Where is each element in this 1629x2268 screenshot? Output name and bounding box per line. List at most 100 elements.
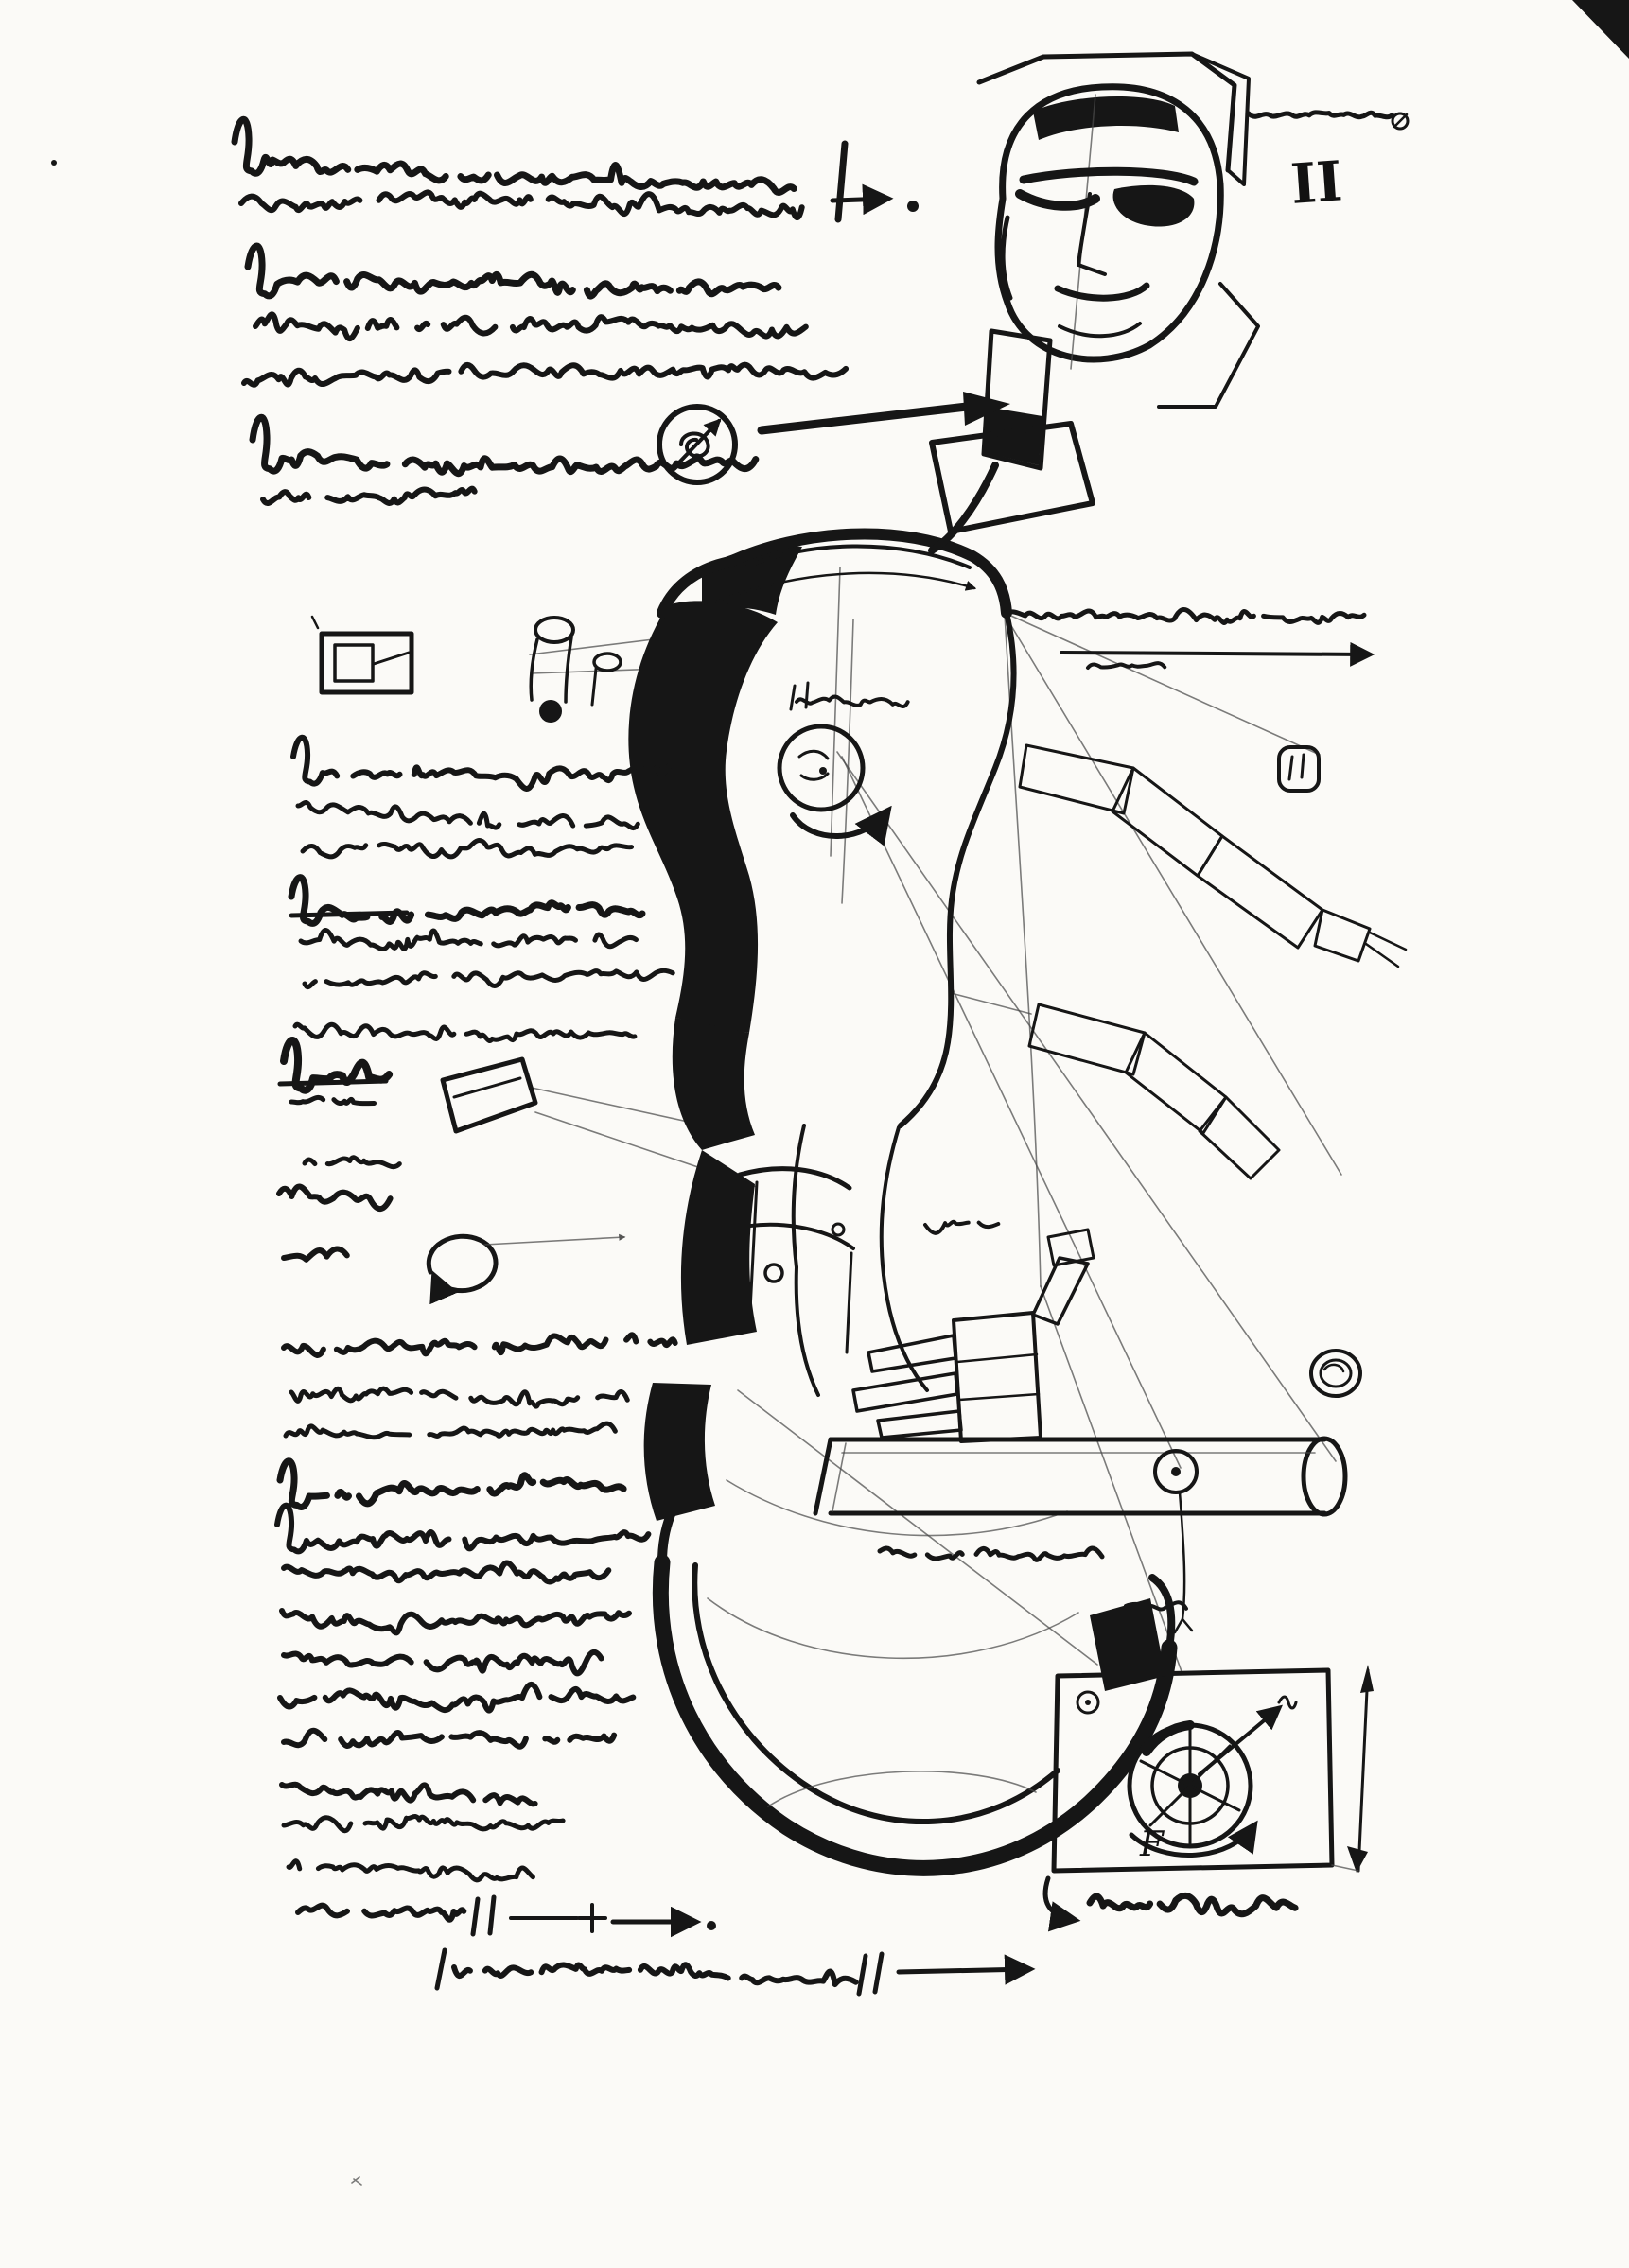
ink-stroke bbox=[789, 681, 810, 711]
ink-stroke bbox=[1058, 322, 1142, 339]
swing-arrow bbox=[1042, 1875, 1081, 1932]
ink-stroke bbox=[657, 1471, 700, 1567]
construction-lines bbox=[529, 567, 1342, 1675]
ink-stroke bbox=[952, 1311, 1042, 1443]
handwriting-line bbox=[274, 1502, 652, 1555]
ink-stroke bbox=[1196, 834, 1324, 950]
rotation-arrow bbox=[790, 805, 892, 846]
ink-stroke bbox=[1000, 215, 1013, 301]
ink-stroke bbox=[856, 1951, 885, 1997]
handwriting-line bbox=[244, 242, 782, 300]
handwriting-axis-label bbox=[1002, 607, 1367, 670]
handwriting-line bbox=[288, 874, 646, 927]
ink-stroke bbox=[707, 1597, 1079, 1660]
ink-stroke bbox=[1077, 263, 1107, 276]
ink-stroke bbox=[1322, 1363, 1345, 1373]
bolt-circle bbox=[763, 1263, 784, 1283]
ink-stroke bbox=[351, 2176, 362, 2186]
wheel-box-sketch: F bbox=[1042, 1665, 1374, 1932]
arm-sketch-upper bbox=[1018, 743, 1408, 968]
ink-stroke bbox=[1004, 614, 1042, 1287]
ink-stroke bbox=[1360, 1665, 1374, 1693]
letter-f-label: F bbox=[1139, 1825, 1165, 1864]
handwriting-line bbox=[295, 800, 640, 830]
handwriting-line bbox=[1086, 661, 1167, 670]
ink-stroke bbox=[757, 402, 972, 435]
mark-one-arrow bbox=[830, 140, 919, 223]
ink-stroke bbox=[51, 160, 57, 166]
ink-stroke bbox=[1060, 641, 1375, 667]
handwriting-line bbox=[253, 311, 809, 341]
ink-stroke bbox=[1004, 612, 1321, 756]
handwriting-line bbox=[276, 1183, 394, 1213]
handwriting-mea-label bbox=[923, 1219, 1001, 1235]
underline-stroke bbox=[289, 910, 410, 918]
right-eye-ink bbox=[1112, 184, 1195, 227]
handwriting-line bbox=[1086, 1892, 1299, 1918]
handwriting-line bbox=[286, 1858, 535, 1883]
ink-stroke bbox=[1347, 1846, 1368, 1873]
wheel-diagonal-arrow bbox=[1198, 1704, 1283, 1776]
bottom-arrows bbox=[434, 1894, 1036, 1997]
figure-sketch bbox=[628, 528, 1178, 1876]
handwriting-line bbox=[289, 1386, 630, 1409]
circle-detail-sketch bbox=[777, 681, 892, 846]
ink-stroke bbox=[836, 751, 1337, 1462]
ink-stroke bbox=[1031, 1256, 1090, 1326]
ink-stroke bbox=[700, 571, 977, 609]
handwriting-line bbox=[281, 1727, 618, 1750]
ink-stroke bbox=[1364, 942, 1400, 968]
ink-stroke bbox=[426, 1233, 499, 1305]
ink-stroke bbox=[1085, 1700, 1091, 1705]
ink-stroke bbox=[747, 1180, 759, 1331]
handwriting-line bbox=[300, 838, 635, 860]
handwriting-block-lower-left bbox=[274, 1332, 678, 1883]
handwriting-line bbox=[281, 1814, 566, 1834]
ink-stroke bbox=[726, 1479, 1068, 1537]
cylinder-sketch bbox=[529, 616, 622, 723]
handwriting-line bbox=[231, 115, 797, 196]
ink-stroke bbox=[1076, 1690, 1100, 1715]
head-outline bbox=[994, 83, 1224, 363]
handwriting-line bbox=[451, 1962, 859, 1988]
handwriting-line bbox=[279, 1781, 538, 1807]
ink-stroke bbox=[797, 749, 830, 781]
rect-module-sketch bbox=[310, 615, 414, 695]
bowl-outline bbox=[652, 1554, 1178, 1876]
ink-stroke bbox=[1046, 1228, 1095, 1267]
ink-stroke bbox=[529, 637, 539, 702]
ink-stroke bbox=[794, 1265, 820, 1397]
spiral-badge bbox=[657, 404, 738, 485]
ink-stroke bbox=[1157, 282, 1260, 409]
handwriting-note-key bbox=[280, 1037, 394, 1107]
handwriting-line bbox=[795, 694, 910, 708]
handwriting-line bbox=[298, 928, 639, 951]
ink-stroke bbox=[434, 1947, 447, 1991]
handwriting-line bbox=[281, 1246, 350, 1263]
lower-ink-blob bbox=[643, 1383, 715, 1521]
head-sketch bbox=[928, 51, 1260, 554]
ink-stroke bbox=[1027, 1003, 1147, 1076]
ink-stroke bbox=[1178, 1491, 1186, 1621]
hair-ink bbox=[1033, 96, 1179, 140]
ink-stroke bbox=[564, 636, 573, 704]
scan-artifacts bbox=[51, 0, 1629, 2186]
torso-ink-blob bbox=[628, 601, 778, 1033]
bowl-right-ink-blob bbox=[1090, 1598, 1165, 1691]
ink-stroke bbox=[1277, 1695, 1298, 1710]
ink-stroke bbox=[592, 652, 622, 672]
ink-stroke bbox=[657, 404, 738, 485]
corner-wedge bbox=[1572, 0, 1629, 59]
handwriting-line bbox=[289, 1094, 377, 1107]
ink-stroke bbox=[1148, 1574, 1176, 1651]
loop-arrow-sketch bbox=[426, 1233, 626, 1305]
ink-stroke bbox=[483, 1233, 626, 1246]
ink-stroke bbox=[737, 1389, 1098, 1666]
underline-stroke bbox=[277, 1078, 389, 1087]
handwriting-bottom-line-a bbox=[295, 1902, 467, 1923]
ink-stroke bbox=[867, 1334, 957, 1373]
tube-sketch bbox=[813, 1436, 1348, 1634]
ink-stroke bbox=[907, 201, 919, 212]
